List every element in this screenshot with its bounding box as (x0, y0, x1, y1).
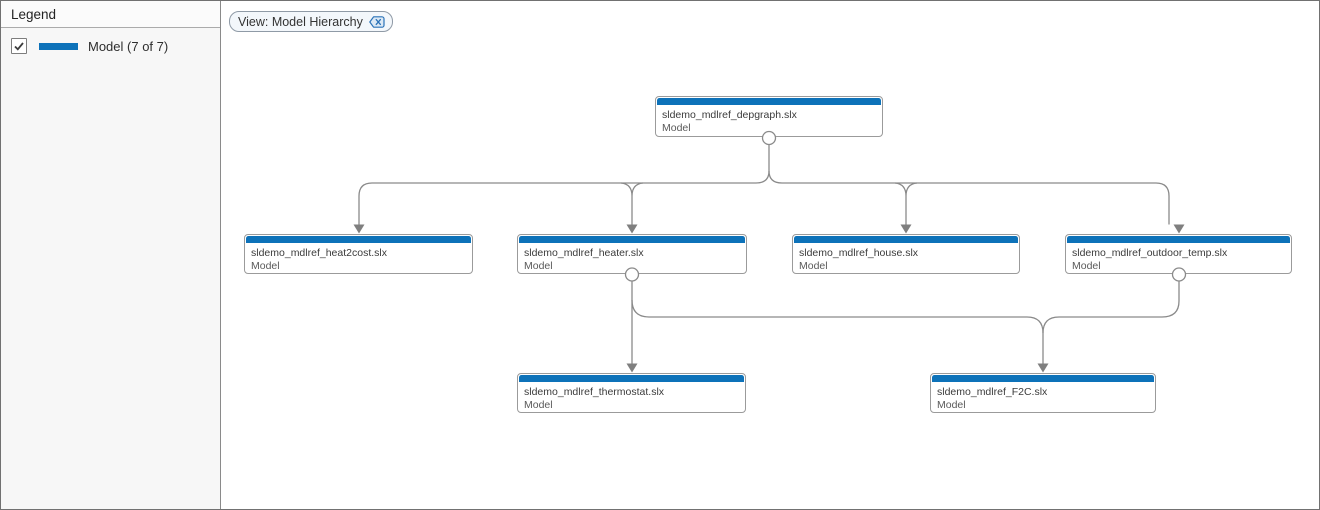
node-file-name: sldemo_mdlref_outdoor_temp.slx (1072, 247, 1228, 259)
model-node-house[interactable]: sldemo_mdlref_house.slx Model (792, 234, 1020, 274)
node-type-color-bar (932, 375, 1154, 382)
node-type-color-bar (519, 375, 744, 382)
legend-body: Model (7 of 7) (1, 28, 220, 57)
view-filter-chip: View: Model Hierarchy (229, 11, 393, 32)
node-type-label: Model (524, 260, 553, 272)
edge-arrowheads (353, 224, 1185, 373)
node-file-name: sldemo_mdlref_F2C.slx (937, 386, 1048, 398)
node-type-label: Model (1072, 260, 1101, 272)
edge-lines[interactable] (358, 144, 1180, 364)
edge-depgraph-outdoor-temp (768, 170, 1170, 225)
arrowhead-house (900, 224, 912, 234)
clear-view-icon[interactable] (369, 15, 385, 28)
edge-heater-f2c (631, 299, 1044, 364)
edge-outdoor-temp-f2c (1042, 281, 1180, 334)
view-filter-label: View: Model Hierarchy (238, 14, 363, 29)
arrowhead-outdoor (1173, 224, 1185, 234)
node-type-color-bar (519, 236, 745, 243)
arrowhead-f2c (1037, 363, 1049, 373)
edge-depgraph-heat2cost (358, 144, 770, 225)
legend-panel: Legend Model (7 of 7) (1, 1, 221, 509)
model-node-depgraph[interactable]: sldemo_mdlref_depgraph.slx Model (655, 96, 883, 137)
node-file-name: sldemo_mdlref_heater.slx (524, 247, 644, 259)
node-type-label: Model (662, 122, 691, 134)
model-node-heat2cost[interactable]: sldemo_mdlref_heat2cost.slx Model (244, 234, 473, 274)
edge-depgraph-heater (620, 182, 644, 225)
node-type-color-bar (1067, 236, 1290, 243)
model-visibility-checkbox[interactable] (11, 38, 27, 54)
node-type-color-bar (794, 236, 1018, 243)
node-type-label: Model (524, 399, 553, 411)
legend-item-model: Model (7 of 7) (1, 35, 220, 57)
node-file-name: sldemo_mdlref_thermostat.slx (524, 386, 665, 398)
node-type-color-bar (246, 236, 471, 243)
node-type-label: Model (251, 260, 280, 272)
edge-depgraph-house (894, 182, 918, 225)
legend-header: Legend (1, 1, 220, 28)
graph-canvas[interactable]: View: Model Hierarchy sldemo_mdlref_depg… (221, 1, 1319, 509)
arrowhead-heater (626, 224, 638, 234)
arrowhead-thermostat (626, 363, 638, 373)
node-type-color-bar (657, 98, 881, 105)
node-file-name: sldemo_mdlref_heat2cost.slx (251, 247, 387, 259)
arrowhead-heat2cost (353, 224, 365, 234)
node-file-name: sldemo_mdlref_depgraph.slx (662, 109, 797, 121)
model-color-swatch (39, 42, 78, 50)
model-node-outdoor-temp[interactable]: sldemo_mdlref_outdoor_temp.slx Model (1065, 234, 1292, 274)
legend-item-label: Model (7 of 7) (88, 38, 169, 54)
checkmark-icon (14, 42, 24, 51)
model-node-thermostat[interactable]: sldemo_mdlref_thermostat.slx Model (517, 373, 746, 413)
model-node-heater[interactable]: sldemo_mdlref_heater.slx Model (517, 234, 747, 274)
model-node-f2c[interactable]: sldemo_mdlref_F2C.slx Model (930, 373, 1156, 413)
node-file-name: sldemo_mdlref_house.slx (799, 247, 919, 259)
node-type-label: Model (937, 399, 966, 411)
node-type-label: Model (799, 260, 828, 272)
